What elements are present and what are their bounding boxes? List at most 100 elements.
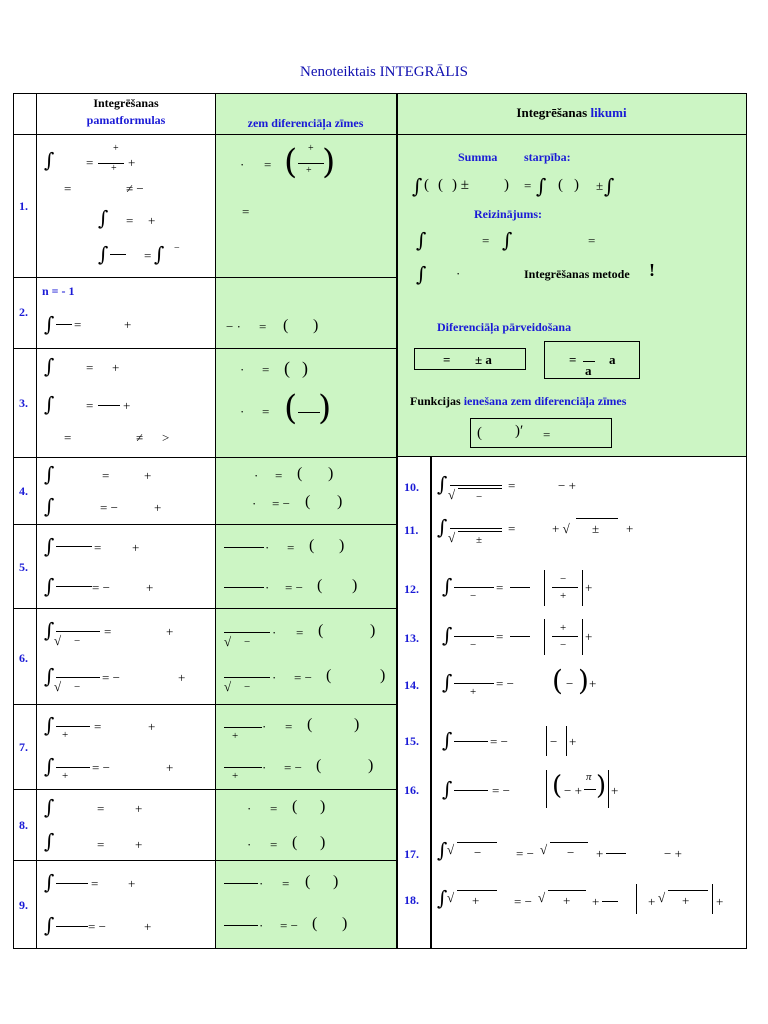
fraction-bar: [56, 631, 100, 632]
fraction-bar: [224, 767, 262, 768]
formula-symbol: ): [320, 798, 326, 815]
abs-bar: [546, 726, 547, 756]
formula-symbol: +: [128, 155, 136, 170]
fraction-bar: [56, 883, 88, 884]
formula-symbol: =: [588, 233, 596, 248]
formula-symbol: ): [354, 716, 360, 733]
formula-symbol: >: [162, 430, 170, 445]
formula-symbol: ): [342, 915, 348, 932]
row-line-4: [13, 524, 396, 525]
formula-symbol: −: [174, 243, 180, 254]
box2-a: a: [609, 352, 616, 367]
formula-symbol: =: [64, 181, 72, 196]
row-number-10: 10.: [404, 480, 419, 494]
formula-symbol: −: [244, 681, 251, 693]
sqrt-bar: [458, 488, 502, 489]
formula-symbol: √: [54, 679, 62, 694]
row-number-14: 14.: [404, 678, 419, 692]
sqrt-bar: [457, 842, 497, 843]
formula-symbol: =: [508, 521, 516, 536]
formula-symbol: =: [144, 248, 152, 263]
formula-symbol: √: [448, 530, 456, 545]
formula-symbol: = −: [280, 918, 298, 933]
integral-sign: ∫: [437, 515, 448, 539]
funk-a: Funkcijas: [410, 394, 461, 408]
abs-bar: [582, 570, 583, 606]
formula-symbol: √: [447, 890, 455, 905]
formula-symbol: (: [326, 667, 332, 684]
fraction-bar: [584, 789, 596, 790]
fraction-bar: [583, 361, 595, 362]
rule-starpiba: starpība:: [524, 150, 571, 164]
integral-sign: ∫: [44, 462, 55, 486]
header-col1: Integrēšanas pamatformulas: [37, 96, 215, 128]
formula-symbol: − ·: [226, 319, 241, 334]
box2-den: a: [585, 363, 592, 378]
formula-symbol: ): [352, 577, 358, 594]
fraction-bar: [224, 883, 258, 884]
page-title: Nenoteiktais INTEGRĀLIS: [0, 64, 768, 81]
fraction-bar: [224, 727, 262, 728]
formula-symbol: +: [148, 213, 156, 228]
formula-symbol: ·: [259, 918, 264, 933]
formula-symbol: +: [470, 686, 477, 698]
fraction-bar: [56, 324, 72, 325]
abs-bar: [566, 726, 567, 756]
header-bottom-line: [13, 134, 747, 135]
formula-symbol: −: [560, 573, 567, 585]
formula-symbol: −: [470, 639, 477, 651]
formula-symbol: (: [307, 716, 313, 733]
fraction-bar: [224, 925, 258, 926]
formula-symbol: = −: [272, 496, 290, 511]
formula-symbol: π: [586, 771, 592, 783]
formula-symbol: =: [508, 478, 516, 493]
integral-sign: ∫: [44, 664, 55, 688]
formula-symbol: =: [543, 427, 551, 442]
formula-symbol: ·: [252, 496, 257, 511]
rule-summa: Summa: [458, 150, 498, 164]
formula-symbol: +: [135, 801, 143, 816]
formula-symbol: =: [296, 625, 304, 640]
rule-box-3: ( )′ =: [470, 418, 612, 448]
formula-symbol: = −: [92, 760, 110, 775]
formula-symbol: +: [132, 540, 140, 555]
formula-symbol: √: [224, 679, 232, 694]
fraction-bar: [454, 741, 488, 742]
formula-symbol: ±: [592, 521, 600, 536]
row-line-2: [13, 348, 396, 349]
col-sep-right-num: [430, 457, 432, 949]
formula-symbol: +: [146, 580, 154, 595]
sqrt-bar: [668, 890, 708, 891]
row-number-1: 1.: [19, 199, 28, 213]
formula-symbol: = −: [92, 580, 110, 595]
sqrt-bar: [550, 842, 588, 843]
sqrt-bar: [458, 531, 502, 532]
formula-symbol: (: [317, 577, 323, 594]
formula-symbol: (: [477, 425, 482, 441]
abs-bar: [582, 619, 583, 655]
table-border-left: [13, 93, 14, 949]
paren-right: ): [578, 664, 589, 697]
formula-symbol: ·: [265, 580, 270, 595]
table-border-bottom: [13, 948, 747, 949]
formula-symbol: +: [113, 143, 119, 154]
formula-symbol: =: [496, 580, 504, 595]
formula-symbol: (: [309, 537, 315, 554]
formula-symbol: − +: [564, 783, 582, 798]
title-text: Nenoteiktais INTEGRĀLIS: [300, 64, 468, 80]
formula-symbol: √: [224, 634, 232, 649]
formula-symbol: =: [97, 837, 105, 852]
formula-symbol: )′: [515, 423, 524, 439]
formula-symbol: ·: [240, 362, 245, 377]
formula-symbol: =: [86, 155, 94, 170]
formula-symbol: ): [339, 537, 345, 554]
formula-symbol: ·: [240, 404, 245, 419]
fraction-bar: [98, 405, 120, 406]
formula-symbol: ): [313, 317, 319, 334]
formula-symbol: =: [496, 629, 504, 644]
formula-symbol: +: [596, 846, 604, 861]
formula-symbol: = −: [516, 846, 534, 861]
formula-symbol: (: [316, 757, 322, 774]
fraction-bar: [56, 677, 100, 678]
integral-sign: ∫: [44, 574, 55, 598]
